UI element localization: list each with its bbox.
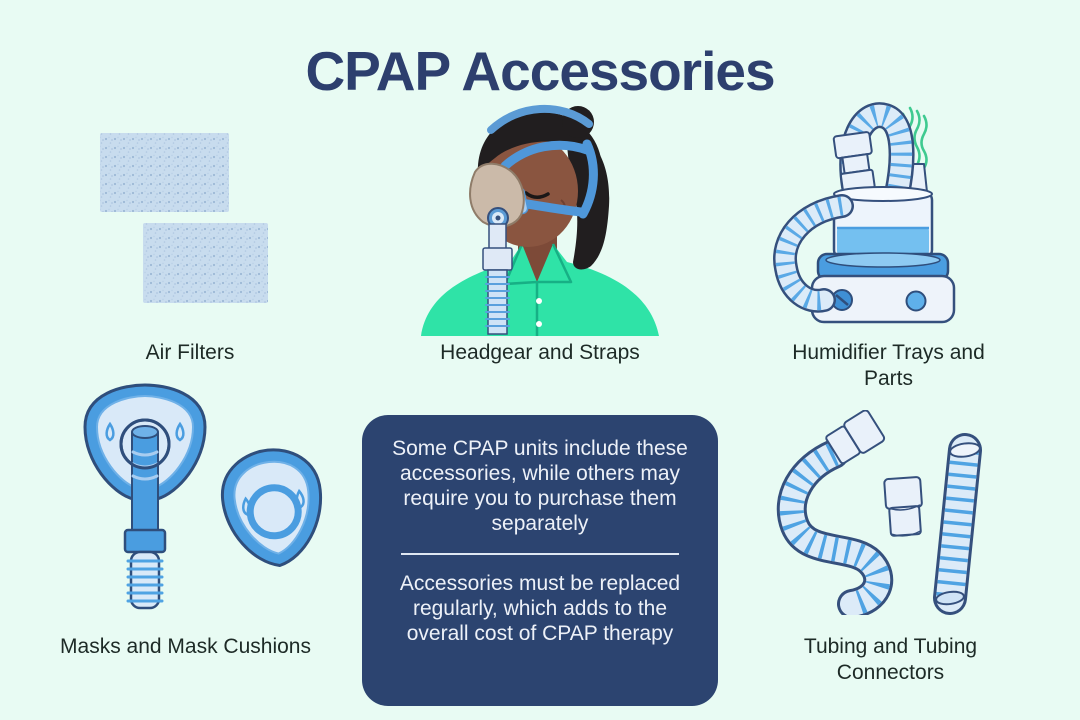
cpap-mask: [469, 162, 529, 229]
tube-collar: [123, 528, 167, 554]
knob-right: [905, 290, 927, 312]
humidifier-label: Humidifier Trays and Parts: [792, 341, 985, 390]
info-paragraph-1: Some CPAP units include these accessorie…: [392, 437, 688, 535]
info-divider: [401, 553, 679, 555]
mask-tube: [482, 223, 513, 335]
s-hose: [776, 439, 894, 615]
masks-label: Masks and Mask Cushions: [60, 635, 311, 658]
humidifier-base: [810, 274, 956, 324]
info-paragraph-2: Accessories must be replaced regularly, …: [399, 572, 681, 645]
air-filters-label: Air Filters: [145, 341, 235, 364]
info-box: Some CPAP units include these accessorie…: [362, 415, 718, 706]
humidifier-illustration: [773, 102, 956, 324]
filter-pad-top: [100, 133, 229, 212]
humidifier-tray: [816, 252, 950, 282]
water: [837, 227, 929, 255]
filter-pad-bottom: [143, 223, 268, 303]
hose-front: [773, 194, 854, 313]
mask-illustration: [83, 383, 323, 610]
tubing-illustration: [776, 410, 982, 615]
headgear-label: Headgear and Straps: [440, 341, 640, 364]
hose-end-connector: [825, 410, 886, 465]
shirt: [421, 243, 659, 336]
tube-connector: [883, 476, 923, 537]
full-mask: [83, 383, 207, 610]
straight-tube: [933, 433, 982, 615]
water-tank: [832, 186, 934, 260]
hose-connector: [832, 131, 876, 193]
page-title: CPAP Accessories: [305, 39, 775, 102]
mask-cushion: [221, 448, 323, 568]
headgear-illustration: [421, 104, 659, 336]
air-filters-illustration: [100, 133, 268, 303]
tubing-label: Tubing and Tubing Connectors: [803, 635, 978, 684]
